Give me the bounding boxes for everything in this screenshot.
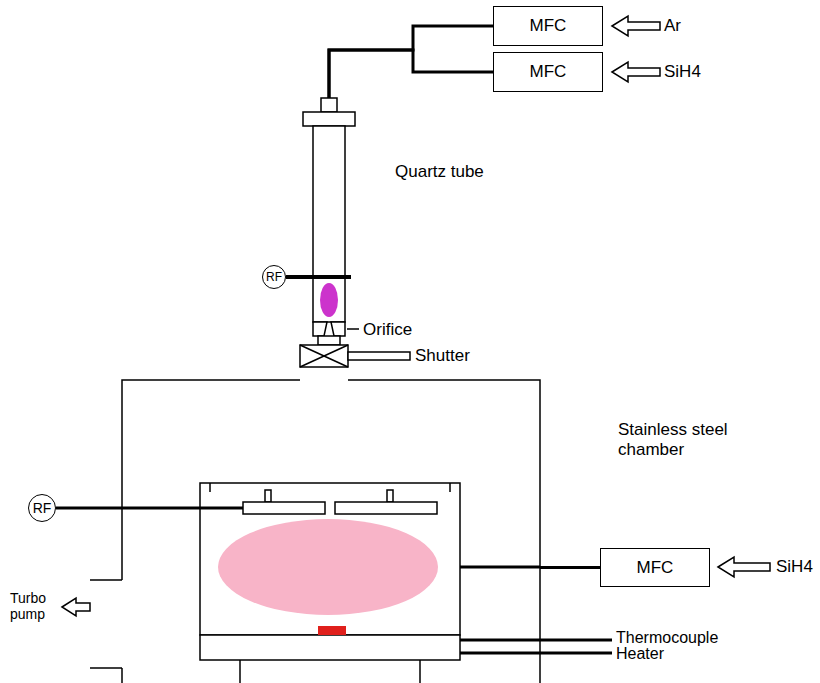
electrode-stub bbox=[387, 490, 393, 502]
plasma-glow bbox=[320, 283, 338, 317]
rf-source: RF bbox=[262, 265, 286, 289]
rf-feed bbox=[122, 507, 243, 510]
tube-inlet bbox=[321, 98, 337, 112]
node-text: MFC bbox=[637, 558, 674, 578]
gas-line bbox=[329, 26, 493, 98]
rf-electrode bbox=[243, 502, 325, 514]
shutter-valve bbox=[300, 345, 348, 367]
tube-neck bbox=[318, 336, 340, 345]
electrode-enclosure bbox=[200, 483, 460, 635]
part-label: Turbo pump bbox=[10, 590, 58, 622]
gas-name: SiH4 bbox=[776, 557, 813, 577]
node-text: MFC bbox=[530, 16, 567, 36]
plasma-glow bbox=[218, 519, 438, 615]
thermocouple-wire bbox=[460, 639, 612, 642]
pump-arrow bbox=[62, 598, 90, 616]
quartz-tube-body bbox=[313, 126, 345, 322]
gas-line bbox=[540, 566, 600, 569]
gas-line bbox=[329, 50, 493, 98]
stage-leg bbox=[419, 660, 421, 683]
node-text: Quartz tube bbox=[395, 162, 484, 182]
gas-name: Ar bbox=[664, 16, 681, 36]
orifice-plate bbox=[331, 322, 345, 336]
electrode-stub bbox=[265, 490, 271, 502]
substrate bbox=[318, 626, 346, 635]
shower-frame bbox=[210, 483, 450, 492]
part-label: Shutter bbox=[415, 346, 470, 366]
gas-line bbox=[56, 507, 122, 510]
shutter-handle bbox=[348, 352, 410, 360]
rf-source: RF bbox=[28, 494, 56, 522]
part-label: Heater bbox=[616, 645, 664, 663]
part-label: Thermocouple bbox=[616, 629, 718, 647]
shutter-cross bbox=[300, 345, 348, 367]
gas-arrow bbox=[718, 557, 770, 577]
tube-flange bbox=[303, 112, 355, 126]
node-text: MFC bbox=[530, 62, 567, 82]
orifice-plate bbox=[313, 322, 327, 336]
mfc-box: MFC bbox=[493, 52, 603, 92]
node-text: RF bbox=[33, 500, 52, 516]
gas-feed bbox=[460, 566, 540, 569]
gas-arrow bbox=[612, 62, 660, 82]
heater-wire bbox=[460, 652, 612, 655]
shutter-cross bbox=[300, 345, 348, 367]
mfc-box: MFC bbox=[600, 548, 710, 587]
mfc-box: MFC bbox=[493, 6, 603, 46]
node-text: RF bbox=[266, 270, 282, 284]
orifice-leader bbox=[347, 328, 359, 330]
chamber-wall bbox=[90, 380, 540, 683]
gas-name: SiH4 bbox=[664, 62, 701, 82]
stage-leg bbox=[239, 660, 241, 683]
quartz-tube: Quartz tube bbox=[313, 98, 345, 322]
gas-line bbox=[286, 275, 313, 279]
node-text: Stainless steel chamber bbox=[618, 420, 758, 460]
gas-arrow bbox=[612, 16, 660, 36]
part-label: Orifice bbox=[363, 320, 412, 340]
rf-electrode bbox=[335, 502, 437, 514]
vacuum-chamber: Stainless steel chamber bbox=[122, 380, 540, 683]
rf-coil-band bbox=[313, 275, 351, 279]
substrate-stage bbox=[200, 635, 460, 660]
